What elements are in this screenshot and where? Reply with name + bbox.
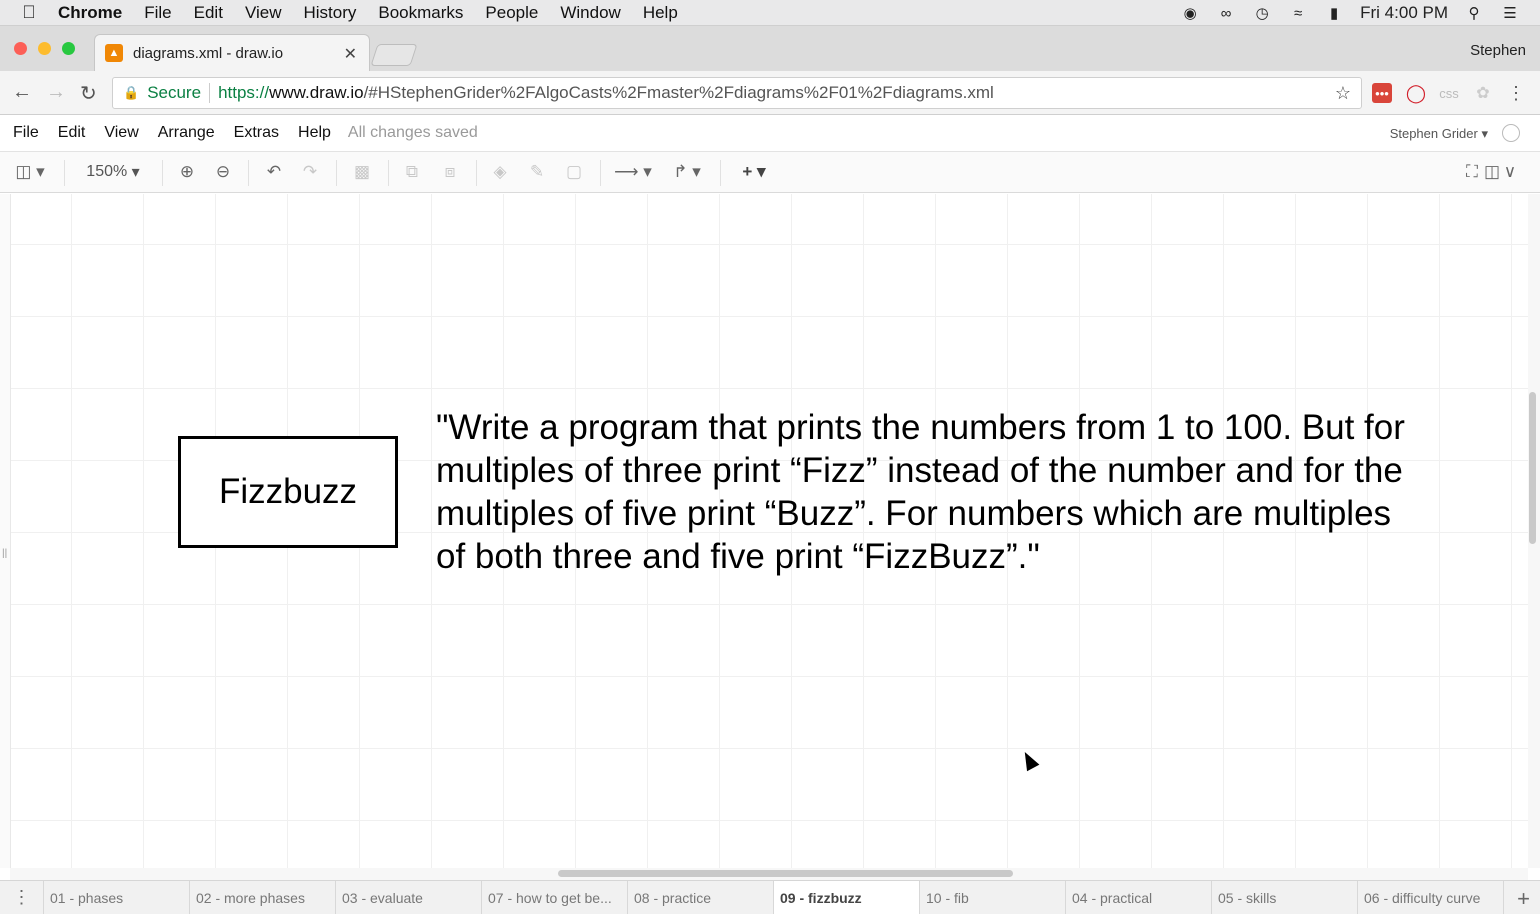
- menubar-view[interactable]: View: [244, 2, 282, 22]
- fill-color-icon[interactable]: ◈: [493, 162, 507, 181]
- collapse-toolbar-icon[interactable]: ∨: [1503, 162, 1517, 181]
- format-panel-icon[interactable]: ◫: [1483, 162, 1501, 181]
- to-back-icon[interactable]: ⧈: [444, 162, 456, 181]
- secure-label: Secure: [147, 83, 202, 102]
- window-minimize-button[interactable]: [38, 42, 51, 55]
- page-tab-02[interactable]: 02 - more phases: [190, 881, 336, 914]
- extension-css-icon[interactable]: css: [1439, 85, 1459, 101]
- chrome-profile-name[interactable]: Stephen: [1470, 42, 1526, 59]
- browser-tab-title: diagrams.xml - draw.io: [133, 44, 284, 62]
- user-account-menu[interactable]: Stephen Grider ▾: [1389, 126, 1488, 141]
- record-icon[interactable]: ◉: [1183, 5, 1197, 22]
- wifi-icon[interactable]: ≈: [1294, 4, 1303, 22]
- vertical-scroll-thumb[interactable]: [1529, 392, 1536, 544]
- zoom-out-icon[interactable]: ⊖: [215, 162, 231, 181]
- insert-plus-icon[interactable]: + ▾: [742, 162, 766, 181]
- redo-icon[interactable]: ↷: [302, 162, 318, 181]
- problem-statement-text[interactable]: "Write a program that prints the numbers…: [436, 408, 1405, 576]
- chrome-tab-strip: ▲ diagrams.xml - draw.io ✕ Stephen: [0, 26, 1540, 71]
- menu-view[interactable]: View: [104, 124, 139, 141]
- drawio-favicon-icon: ▲: [105, 44, 123, 62]
- pages-menu-icon[interactable]: ⋮: [0, 881, 44, 914]
- page-tab-06[interactable]: 06 - difficulty curve: [1358, 881, 1504, 914]
- url-bar[interactable]: 🔒 Secure https:// www.draw.io /#HStephen…: [112, 77, 1362, 109]
- chrome-menu-icon[interactable]: ⋮: [1507, 82, 1525, 103]
- window-zoom-button[interactable]: [62, 42, 75, 55]
- line-color-icon[interactable]: ✎: [529, 162, 545, 181]
- horizontal-scroll-thumb[interactable]: [558, 870, 1013, 877]
- menubar-clock[interactable]: Fri 4:00 PM: [1360, 3, 1448, 22]
- extension-lastpass-icon[interactable]: •••: [1372, 83, 1392, 103]
- extension-leaf-icon[interactable]: ✿: [1476, 85, 1490, 102]
- battery-icon[interactable]: ▮: [1330, 5, 1339, 22]
- add-page-icon[interactable]: +: [1517, 886, 1530, 911]
- page-tab-07[interactable]: 07 - how to get be...: [482, 881, 628, 914]
- menubar-help[interactable]: Help: [642, 2, 678, 22]
- page-tab-05[interactable]: 05 - skills: [1212, 881, 1358, 914]
- delete-icon[interactable]: ▩: [353, 162, 371, 181]
- save-status: All changes saved: [347, 124, 478, 141]
- page-tabs-bar: ⋮ 01 - phases 02 - more phases 03 - eval…: [0, 880, 1540, 914]
- language-globe-icon[interactable]: [1502, 124, 1520, 142]
- menubar-edit[interactable]: Edit: [193, 2, 223, 22]
- fizzbuzz-box-shape[interactable]: Fizzbuzz: [178, 436, 398, 548]
- page-tab-04[interactable]: 04 - practical: [1066, 881, 1212, 914]
- apple-icon[interactable]: : [0, 2, 58, 23]
- menu-help[interactable]: Help: [298, 124, 331, 141]
- url-host: www.draw.io: [269, 83, 364, 102]
- address-toolbar: ← → ↻ 🔒 Secure https:// www.draw.io /#HS…: [0, 71, 1540, 115]
- menu-file[interactable]: File: [13, 124, 39, 141]
- menubar-window[interactable]: Window: [560, 2, 621, 22]
- diagram-canvas[interactable]: [10, 194, 1528, 868]
- zoom-in-icon[interactable]: ⊕: [179, 162, 195, 181]
- timer-icon[interactable]: ◷: [1255, 5, 1269, 22]
- notification-center-icon[interactable]: ☰: [1503, 5, 1517, 22]
- shadow-icon[interactable]: ▢: [565, 162, 583, 181]
- fullscreen-icon[interactable]: ⛶: [1466, 162, 1478, 181]
- zoom-dropdown[interactable]: 150% ▾: [86, 163, 140, 181]
- menubar-chrome[interactable]: Chrome: [58, 2, 123, 22]
- menu-edit[interactable]: Edit: [57, 124, 86, 141]
- waypoints-icon[interactable]: ↱ ▾: [673, 162, 701, 181]
- menubar-bookmarks[interactable]: Bookmarks: [378, 2, 464, 22]
- menubar-status-area: ◉ ∞ ◷ ≈ ▮ Fri 4:00 PM ⚲ ☰: [1180, 0, 1520, 26]
- menubar-history[interactable]: History: [303, 2, 357, 22]
- menu-extras[interactable]: Extras: [233, 124, 280, 141]
- glasses-icon[interactable]: ∞: [1220, 4, 1232, 22]
- tab-close-icon[interactable]: ✕: [343, 46, 357, 63]
- page-tab-03[interactable]: 03 - evaluate: [336, 881, 482, 914]
- undo-icon[interactable]: ↶: [266, 162, 282, 181]
- menu-arrange[interactable]: Arrange: [157, 124, 215, 141]
- zoom-level: 150%: [86, 163, 128, 180]
- reload-icon[interactable]: ↻: [80, 83, 97, 105]
- url-path: /#HStephenGrider%2FAlgoCasts%2Fmaster%2F…: [363, 83, 994, 102]
- format-panel-toggle-icon[interactable]: ◫ ▾: [15, 162, 45, 181]
- mac-menubar:  Chrome File Edit View History Bookmark…: [0, 0, 1540, 26]
- new-tab-button[interactable]: [370, 44, 418, 66]
- menubar-file[interactable]: File: [144, 2, 172, 22]
- spotlight-search-icon[interactable]: ⚲: [1468, 5, 1480, 22]
- drawio-menubar: File Edit View Arrange Extras Help All c…: [0, 115, 1540, 151]
- extension-opera-icon[interactable]: ◯: [1405, 82, 1427, 103]
- bookmark-star-icon[interactable]: ☆: [1334, 83, 1351, 103]
- window-close-button[interactable]: [14, 42, 27, 55]
- drawio-toolbar: ◫ ▾ 150% ▾ ⊕ ⊖ ↶ ↷ ▩ ⧉ ⧈ ◈ ✎ ▢ ⟶ ▾ ↱ ▾ +…: [0, 151, 1540, 193]
- fizzbuzz-box-label: Fizzbuzz: [218, 472, 358, 511]
- to-front-icon[interactable]: ⧉: [405, 162, 419, 181]
- page-tab-08[interactable]: 08 - practice: [628, 881, 774, 914]
- connection-style-icon[interactable]: ⟶ ▾: [614, 162, 652, 181]
- url-scheme: https://: [218, 83, 270, 102]
- sidebar-resize-handle[interactable]: ||: [2, 548, 8, 559]
- left-gutter: [0, 194, 10, 868]
- forward-arrow-icon[interactable]: →: [46, 81, 66, 103]
- page-tab-09-active[interactable]: 09 - fizzbuzz: [774, 881, 920, 914]
- lock-icon: 🔒: [123, 85, 140, 100]
- back-arrow-icon[interactable]: ←: [12, 81, 32, 103]
- menubar-people[interactable]: People: [485, 2, 539, 22]
- page-tab-01[interactable]: 01 - phases: [44, 881, 190, 914]
- browser-tab-active[interactable]: ▲ diagrams.xml - draw.io ✕: [94, 34, 370, 71]
- user-name: Stephen Grider: [1389, 126, 1478, 141]
- page-tab-10[interactable]: 10 - fib: [920, 881, 1066, 914]
